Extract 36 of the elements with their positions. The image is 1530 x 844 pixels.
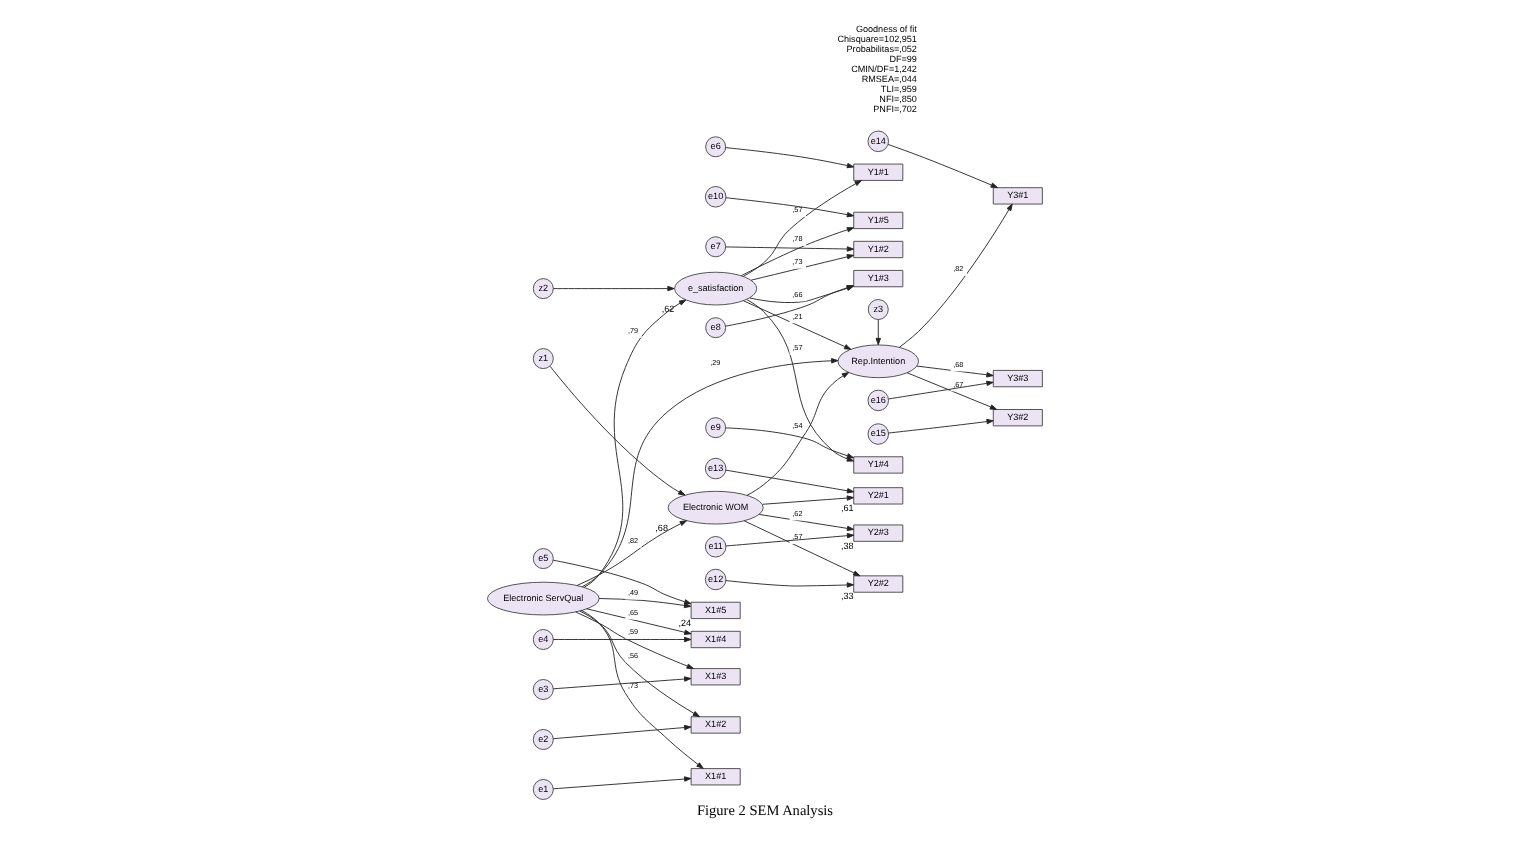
arrow: [581, 610, 704, 769]
arrow: [581, 358, 839, 588]
arrow: [743, 520, 861, 577]
arrow: [586, 608, 692, 635]
arrow: [875, 319, 881, 346]
arrow: [552, 776, 692, 790]
arrow: [725, 147, 855, 169]
arrow: [552, 636, 692, 643]
arrow: [579, 610, 701, 718]
arrow: [575, 611, 694, 669]
arrow: [758, 513, 855, 532]
arrow: [916, 365, 994, 378]
arrow: [552, 285, 675, 292]
arrow: [725, 580, 855, 588]
arrow: [725, 246, 855, 252]
arrow: [762, 495, 855, 505]
arrow: [887, 144, 998, 189]
arrow: [888, 380, 994, 400]
arrow: [552, 559, 692, 605]
arrow: [598, 598, 692, 609]
arrow: [899, 203, 1013, 348]
arrow: [743, 180, 862, 277]
arrow: [906, 372, 998, 410]
arrow: [725, 427, 855, 459]
arrow: [746, 299, 855, 462]
arrow: [887, 418, 994, 434]
arrow: [552, 676, 692, 690]
arrow: [743, 300, 852, 350]
arrow: [740, 227, 855, 277]
arrow: [725, 533, 855, 547]
arrow: [583, 299, 687, 588]
arrow: [576, 520, 687, 586]
arrow: [552, 724, 692, 740]
arrow: [549, 365, 686, 496]
arrow: [725, 469, 855, 494]
arrow: [746, 372, 850, 496]
